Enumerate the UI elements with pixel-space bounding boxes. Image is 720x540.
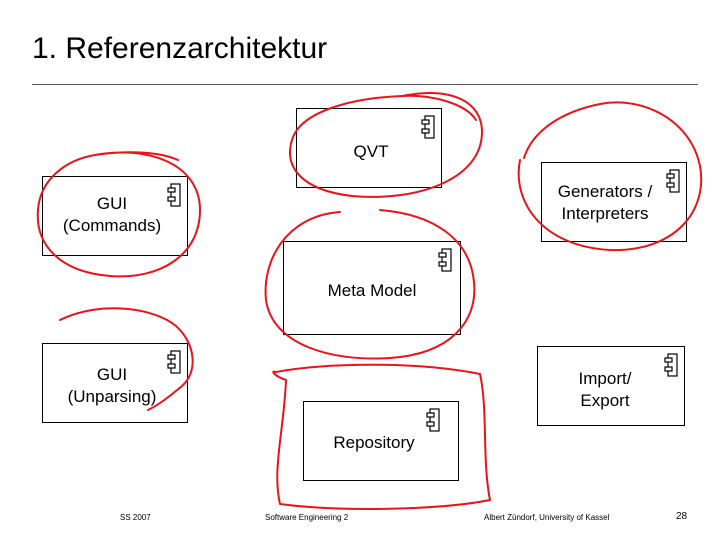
footer-course: Software Engineering 2 [265,513,349,522]
footer-author: Albert Zündorf, University of Kassel [484,513,610,522]
component-icon [426,408,440,432]
page-number: 28 [676,511,688,522]
footer-semester: SS 2007 [120,513,151,522]
component-icon [421,115,435,139]
slide-title: 1. Referenzarchitektur [32,32,328,65]
title-divider [32,84,698,85]
import-export-component [537,346,685,426]
import-export-label: Import/ Export [578,369,632,410]
gui-commands-label: GUI (Commands) [62,194,162,235]
component-icon [664,353,678,377]
repository-label: Repository [333,433,415,452]
component-icon [438,248,452,272]
generators-label: Generators / Interpreters [557,182,653,223]
qvt-label: QVT [353,142,389,161]
meta-model-label: Meta Model [327,281,417,300]
gui-unparsing-label: GUI (Unparsing) [67,365,157,406]
